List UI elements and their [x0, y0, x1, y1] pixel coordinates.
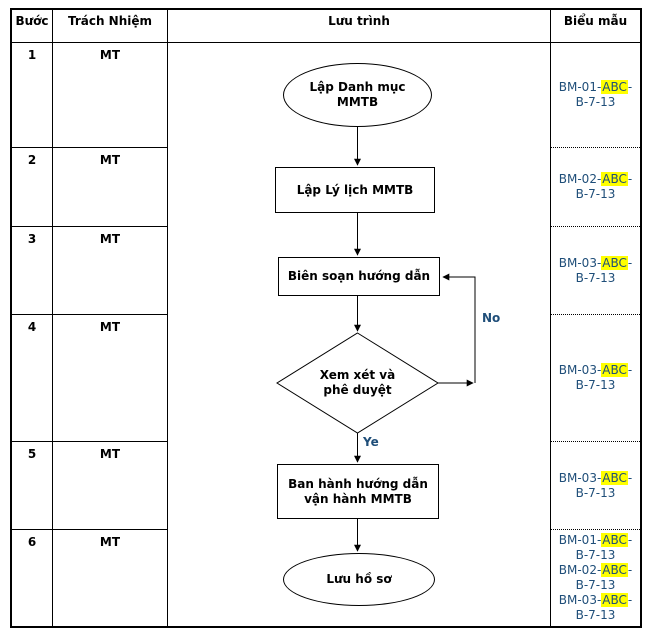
- form-code-highlight: ABC: [601, 80, 628, 94]
- flow-node-draft-guide: Biên soạn hướng dẫn: [278, 257, 440, 296]
- form-code-highlight: ABC: [601, 563, 628, 577]
- step-number-5: 5: [12, 442, 53, 530]
- header-responsibility: Trách Nhiệm: [53, 10, 168, 43]
- form-code-highlight: ABC: [601, 593, 628, 607]
- form-code: BM-01-ABC-B-7-13: [558, 533, 633, 562]
- form-cell-5: BM-03-ABC-B-7-13: [551, 442, 640, 530]
- edge-label-yes: Ye: [362, 435, 380, 449]
- flowchart-connectors: [276, 127, 476, 552]
- form-code-highlight: ABC: [601, 363, 628, 377]
- flow-node-archive: Lưu hồ sơ: [283, 553, 435, 606]
- flow-node-start: Lập Danh mục MMTB: [283, 63, 432, 127]
- flow-node-review-approve: Xem xét và phê duyệt: [319, 368, 396, 397]
- form-code-highlight: ABC: [601, 470, 628, 485]
- flowchart-cell: Lập Danh mục MMTB Lập Lý lịch MMTB Biên …: [168, 43, 551, 626]
- responsibility-2: MT: [53, 148, 168, 227]
- form-code: BM-03-ABC-B-7-13: [558, 470, 633, 500]
- form-code: BM-03-ABC-B-7-13: [558, 363, 633, 392]
- responsibility-6: MT: [53, 530, 168, 626]
- form-cell-4: BM-03-ABC-B-7-13: [551, 315, 640, 442]
- responsibility-4: MT: [53, 315, 168, 442]
- flow-node-create-record: Lập Lý lịch MMTB: [275, 167, 435, 213]
- form-code-highlight: ABC: [601, 533, 628, 547]
- responsibility-1: MT: [53, 43, 168, 148]
- form-code-highlight: ABC: [601, 255, 628, 270]
- step-number-4: 4: [12, 315, 53, 442]
- step-number-3: 3: [12, 227, 53, 315]
- arrow-no-loopback: [442, 273, 476, 383]
- responsibility-3: MT: [53, 227, 168, 315]
- header-step: Bước: [12, 10, 53, 43]
- step-number-2: 2: [12, 148, 53, 227]
- form-code: BM-01-ABC-B-7-13: [558, 80, 633, 109]
- edge-label-no: No: [481, 311, 502, 325]
- form-cell-2: BM-02-ABC-B-7-13: [551, 148, 640, 227]
- form-cell-3: BM-03-ABC-B-7-13: [551, 227, 640, 315]
- form-code: BM-03-ABC-B-7-13: [558, 255, 633, 285]
- flow-node-issue-guide: Ban hành hướng dẫn vận hành MMTB: [277, 464, 439, 519]
- procedure-table: Bước Trách Nhiệm Lưu trình Biểu mẫu 1 2 …: [10, 8, 642, 628]
- form-cell-1: BM-01-ABC-B-7-13: [551, 43, 640, 148]
- header-form: Biểu mẫu: [551, 10, 640, 43]
- form-code: BM-02-ABC-B-7-13: [558, 563, 633, 592]
- step-number-1: 1: [12, 43, 53, 148]
- flowchart: Lập Danh mục MMTB Lập Lý lịch MMTB Biên …: [168, 43, 550, 626]
- header-flow: Lưu trình: [168, 10, 551, 43]
- form-code-highlight: ABC: [601, 172, 628, 186]
- step-number-6: 6: [12, 530, 53, 626]
- form-code: BM-03-ABC-B-7-13: [558, 593, 633, 622]
- responsibility-5: MT: [53, 442, 168, 530]
- form-code: BM-02-ABC-B-7-13: [558, 172, 633, 201]
